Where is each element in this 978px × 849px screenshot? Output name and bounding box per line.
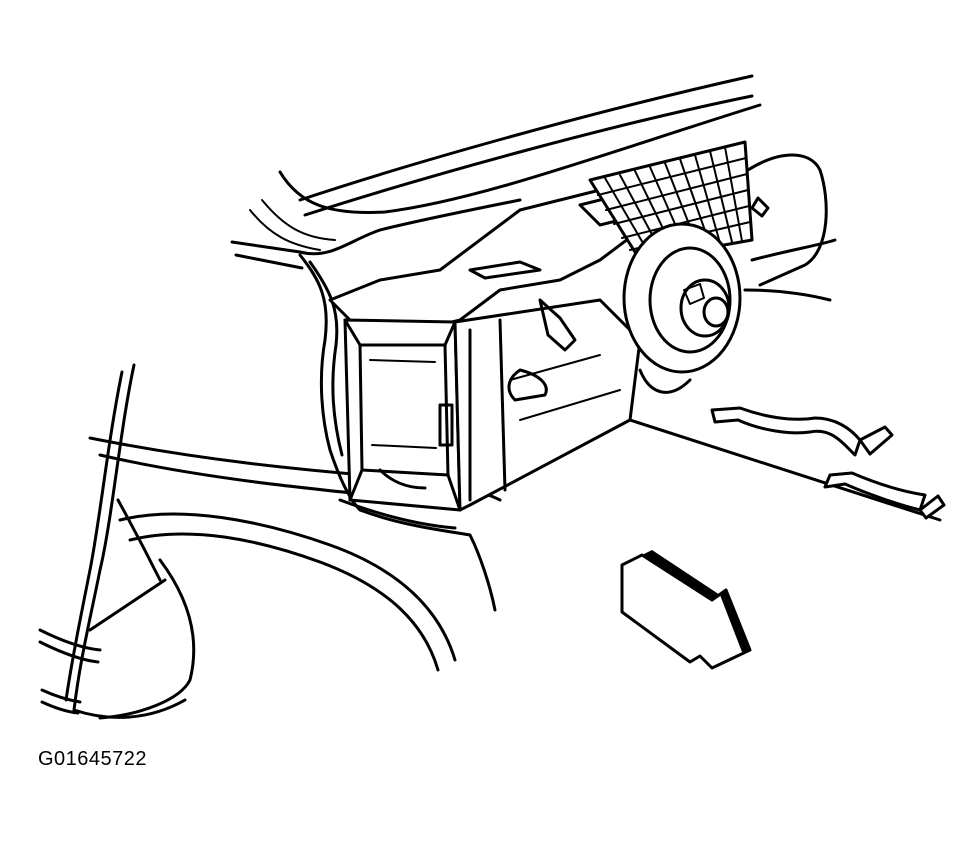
- direction-arrow-icon: [620, 550, 752, 670]
- blower-motor: [622, 222, 742, 394]
- figure-id-label: G01645722: [38, 748, 148, 770]
- cowl-upper-lines: [249, 74, 762, 251]
- hvac-module-housing: [328, 188, 662, 512]
- ducts-and-hoses: [628, 153, 946, 522]
- cowl-side-panel: [230, 198, 522, 612]
